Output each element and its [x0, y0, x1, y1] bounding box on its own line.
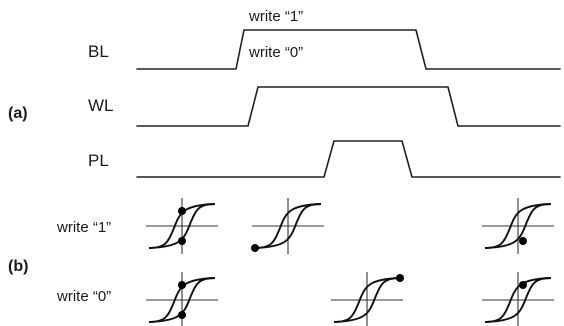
loop-write-zero-final [482, 272, 554, 326]
hysteresis-row-label-write-one: write “1” [56, 219, 111, 236]
state-dot [178, 281, 186, 289]
bl-write-zero-annotation: write “0” [248, 44, 303, 61]
hysteresis-branch-down [148, 277, 216, 323]
signal-label-pl: PL [88, 151, 109, 170]
timing-diagram: BL write “1” write “0” WL PL [88, 8, 561, 178]
loop-write-one-initial [146, 198, 218, 254]
hysteresis-branch-down [333, 277, 401, 323]
state-dot [251, 244, 259, 252]
state-dot [519, 237, 527, 245]
loop-write-one-negative-saturation [251, 198, 324, 254]
loop-write-zero-initial [146, 272, 218, 326]
loop-write-one-final [482, 198, 554, 254]
hysteresis-branch-down [148, 203, 216, 249]
pl-waveform [136, 140, 561, 178]
state-dot [178, 237, 186, 245]
part-label-a: (a) [8, 105, 28, 122]
hysteresis-branch-down [254, 203, 322, 249]
state-dot [178, 207, 186, 215]
part-label-b: (b) [8, 258, 28, 275]
hysteresis-loops [146, 198, 554, 326]
state-dot [178, 311, 186, 319]
hysteresis-branch-down [484, 277, 552, 323]
signal-label-wl: WL [88, 96, 114, 115]
hysteresis-branch-down [484, 203, 552, 249]
state-dot [396, 274, 404, 282]
signal-label-bl: BL [88, 42, 109, 61]
bl-write-one-annotation: write “1” [248, 8, 303, 25]
loop-write-zero-positive-saturation [331, 272, 404, 326]
hysteresis-row-label-write-zero: write “0” [56, 288, 111, 305]
state-dot [519, 281, 527, 289]
wl-waveform [136, 86, 561, 127]
bl-waveform [136, 29, 561, 70]
